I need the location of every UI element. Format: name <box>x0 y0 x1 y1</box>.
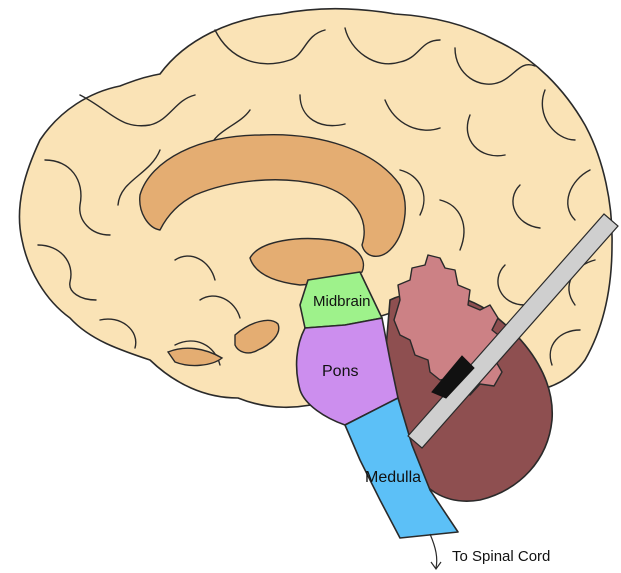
medulla-label: Medulla <box>365 469 421 486</box>
pons-label: Pons <box>322 363 358 380</box>
midbrain-label: Midbrain <box>313 293 371 310</box>
spinal-cord-label: To Spinal Cord <box>452 548 550 565</box>
